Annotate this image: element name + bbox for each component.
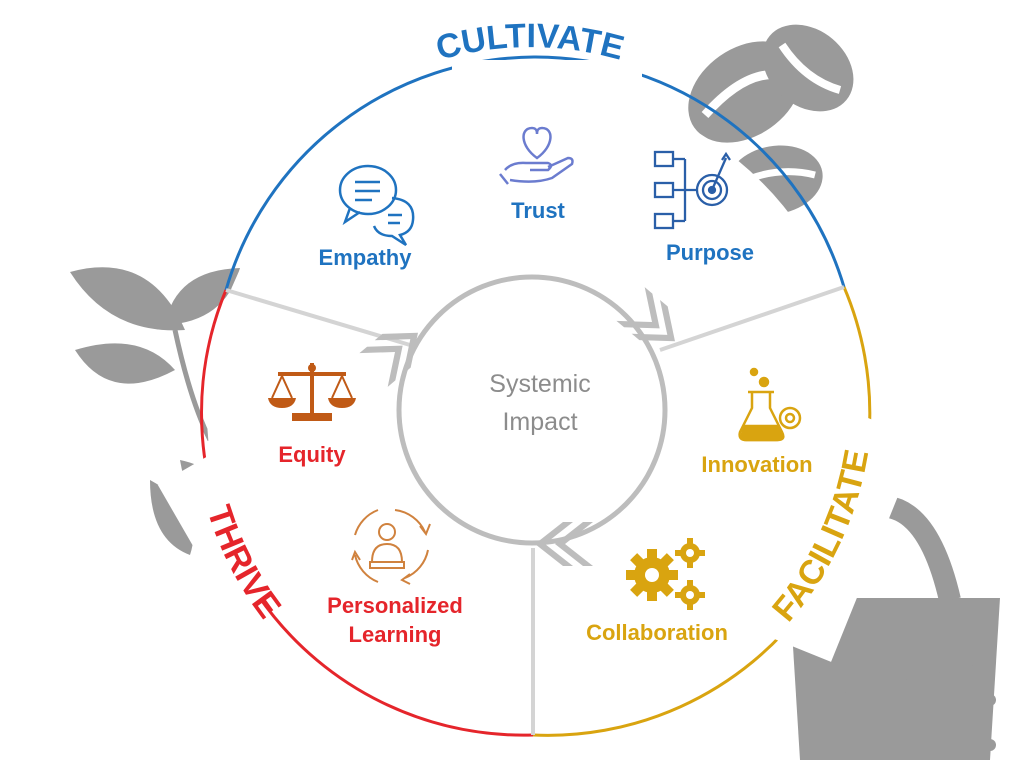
target-flowchart-icon bbox=[653, 150, 731, 230]
item-label-empathy: Empathy bbox=[319, 245, 413, 270]
person-cycle-icon bbox=[351, 509, 431, 585]
divider-cultivate-facilitate bbox=[659, 285, 845, 352]
inner-cycle-circle bbox=[396, 274, 668, 546]
item-label-purpose: Purpose bbox=[666, 240, 754, 265]
item-label-collaboration: Collaboration bbox=[586, 620, 728, 645]
heart-in-hand-icon bbox=[499, 126, 574, 185]
cultivate-title-gap bbox=[452, 60, 642, 106]
diagram-background bbox=[207, 87, 857, 737]
flask-gear-icon bbox=[738, 367, 802, 442]
facilitate-title-gap bbox=[729, 398, 921, 662]
gears-icon bbox=[626, 538, 705, 610]
item-label-innovation: Innovation bbox=[701, 452, 812, 477]
cultivate-arc bbox=[224, 55, 846, 291]
item-label-trust: Trust bbox=[511, 198, 565, 223]
scales-icon bbox=[268, 363, 356, 421]
center-label-line2: Impact bbox=[502, 408, 577, 436]
chevron-arrow-top-right-icon bbox=[616, 287, 675, 342]
speech-bubbles-icon bbox=[338, 164, 415, 247]
item-label-personalized: Personalized bbox=[327, 593, 463, 618]
center-label-line1: Systemic bbox=[489, 370, 590, 398]
item-label-equity: Equity bbox=[278, 442, 346, 467]
chevron-arrow-bottom-icon bbox=[535, 522, 593, 566]
divider-thrive-cultivate bbox=[225, 288, 411, 347]
item-label-learning: Learning bbox=[349, 622, 442, 647]
thrive-title-gap bbox=[157, 445, 303, 615]
chevron-arrow-left-icon bbox=[359, 332, 418, 387]
